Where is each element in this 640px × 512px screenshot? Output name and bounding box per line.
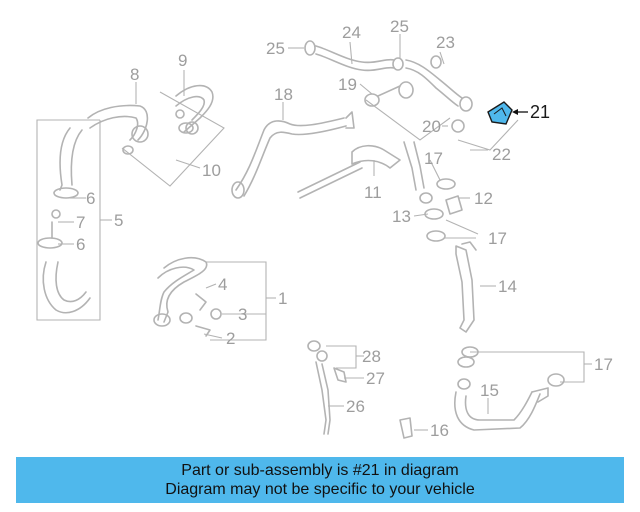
label-20: 20	[422, 117, 441, 136]
label-23: 23	[436, 33, 455, 52]
part-group-1	[153, 256, 267, 341]
label-3: 3	[238, 305, 247, 324]
part-group-5	[36, 119, 101, 321]
label-27: 27	[366, 369, 385, 388]
part-clamps-17-upper	[419, 178, 463, 242]
label-1: 1	[278, 289, 287, 308]
label-17-middle: 17	[488, 229, 507, 248]
part-21-highlighted[interactable]	[487, 101, 513, 125]
label-6-lower: 6	[76, 235, 85, 254]
part-19	[364, 81, 414, 107]
banner-line-1: Part or sub-assembly is #21 in diagram	[181, 462, 459, 479]
part-hose-8	[87, 104, 149, 143]
label-4: 4	[218, 275, 227, 294]
part-group-10	[121, 91, 225, 187]
label-6-upper: 6	[86, 189, 95, 208]
label-14: 14	[498, 277, 517, 296]
label-8: 8	[130, 65, 139, 84]
part-group-28	[307, 340, 357, 435]
part-hose-24	[304, 40, 395, 72]
label-26: 26	[346, 397, 365, 416]
label-17-lower: 17	[594, 355, 613, 374]
info-banner: Part or sub-assembly is #21 in diagram D…	[16, 457, 624, 503]
label-17-upper: 17	[424, 149, 443, 168]
label-12: 12	[474, 189, 493, 208]
part-hose-23	[405, 55, 473, 112]
banner-line-2: Diagram may not be specific to your vehi…	[165, 481, 475, 498]
label-16: 16	[430, 421, 449, 440]
part-hose-18	[231, 111, 355, 199]
callout-lines	[58, 34, 592, 431]
callout-line-21	[512, 109, 528, 115]
label-18: 18	[274, 85, 293, 104]
label-21: 21	[530, 102, 550, 122]
label-24: 24	[342, 23, 361, 42]
label-28: 28	[362, 347, 381, 366]
label-5: 5	[114, 211, 123, 230]
label-9: 9	[178, 51, 187, 70]
label-19: 19	[338, 75, 357, 94]
label-25-left: 25	[266, 39, 285, 58]
part-pipe-14	[455, 241, 477, 333]
part-hose-9	[175, 84, 214, 135]
label-2: 2	[226, 329, 235, 348]
label-13: 13	[392, 207, 411, 226]
part-22	[457, 119, 519, 151]
label-11: 11	[364, 183, 382, 202]
label-7: 7	[76, 213, 85, 232]
part-clamp-25b	[392, 57, 404, 71]
label-10: 10	[202, 161, 221, 180]
label-15: 15	[480, 381, 499, 400]
part-20	[365, 99, 465, 141]
label-22: 22	[492, 145, 511, 164]
part-pipe-11	[297, 141, 425, 199]
part-group-15-16-17	[399, 346, 585, 439]
label-25-right: 25	[390, 17, 409, 36]
